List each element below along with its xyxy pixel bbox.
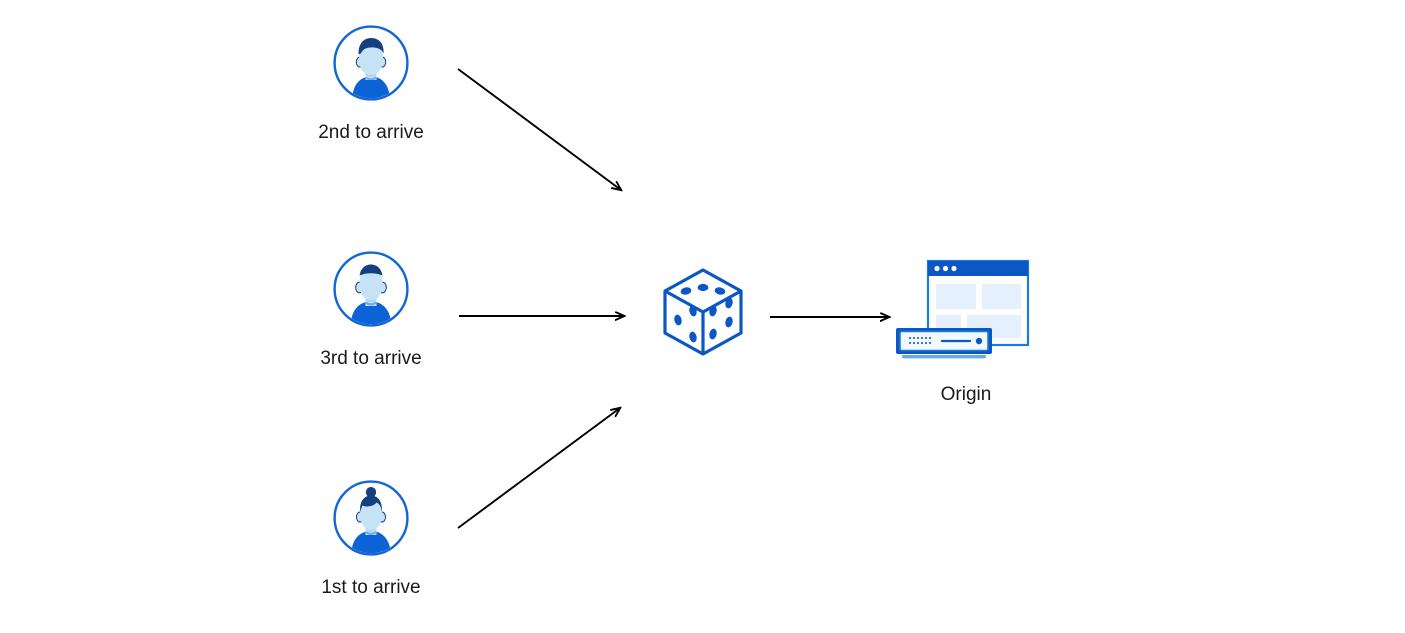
client-node-2nd[interactable]: 2nd to arrive bbox=[296, 24, 446, 145]
arrow-1st-to-dice bbox=[457, 408, 620, 529]
avatar-female-bun-icon bbox=[332, 479, 410, 562]
arrow-2nd-to-dice bbox=[457, 68, 621, 190]
dice-cube-icon bbox=[653, 262, 753, 367]
server-device bbox=[896, 328, 992, 359]
avatar-male-flat-hair-icon bbox=[332, 250, 410, 333]
client-label-2nd: 2nd to arrive bbox=[318, 122, 424, 143]
client-label-1st: 1st to arrive bbox=[321, 577, 421, 598]
origin-node[interactable]: Origin bbox=[866, 256, 1066, 407]
client-node-1st[interactable]: 1st to arrive bbox=[296, 479, 446, 600]
origin-label: Origin bbox=[940, 384, 992, 405]
client-label-3rd: 3rd to arrive bbox=[320, 348, 422, 369]
origin-server-window-icon bbox=[866, 256, 1066, 371]
client-node-3rd[interactable]: 3rd to arrive bbox=[296, 250, 446, 371]
load-balancer-node[interactable] bbox=[648, 262, 758, 367]
avatar-male-short-hair-icon bbox=[332, 24, 410, 107]
